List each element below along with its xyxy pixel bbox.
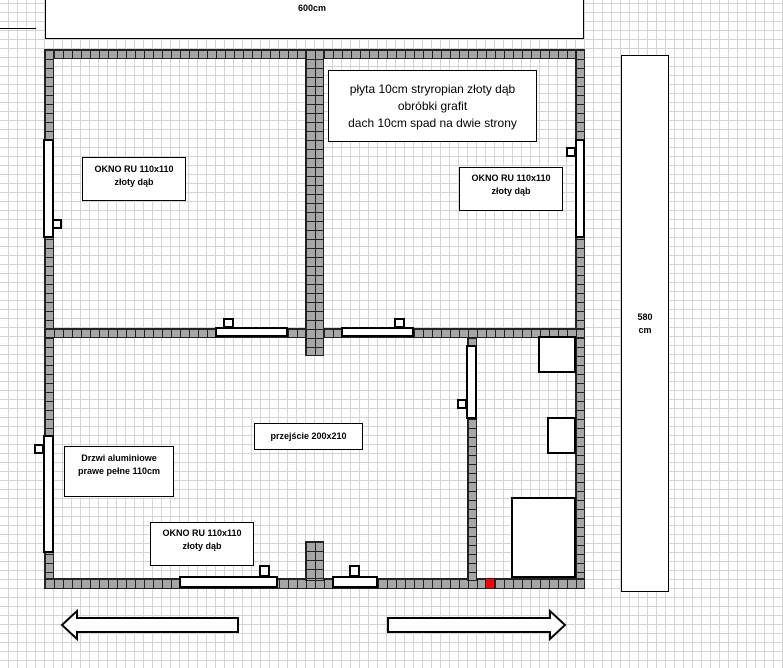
fixture-shower xyxy=(511,497,576,578)
red-marker xyxy=(485,578,495,589)
window-bottom-right-handle xyxy=(349,565,360,577)
wall-right xyxy=(575,49,585,589)
entrance-door-handle xyxy=(34,444,44,454)
entrance-door xyxy=(43,435,54,553)
height-unit: cm xyxy=(638,324,652,335)
window-right-opening xyxy=(575,139,585,238)
bathroom-door xyxy=(466,345,477,419)
door-middle-left-handle xyxy=(223,318,234,328)
passage-label: przejście 200x210 xyxy=(254,423,363,450)
label-line: OKNO RU 110x110 xyxy=(471,173,551,183)
label-line: przejście 200x210 xyxy=(270,431,347,441)
dimension-line xyxy=(0,28,36,29)
window-right-handle xyxy=(566,147,576,157)
notes-box: płyta 10cm stryropian złoty dąb obróbki … xyxy=(328,70,537,142)
label-line: Drzwi aluminiowe xyxy=(81,453,157,463)
notes-line1: płyta 10cm stryropian złoty dąb xyxy=(349,81,516,96)
label-line: OKNO RU 110x110 xyxy=(162,528,242,538)
fixture-2 xyxy=(547,417,576,454)
door-middle-right xyxy=(341,327,414,337)
label-line: złoty dąb xyxy=(114,177,154,187)
window-right-label: OKNO RU 110x110 złoty dąb xyxy=(459,167,563,211)
window-bottom-right-opening xyxy=(332,576,378,588)
door-middle-right-handle xyxy=(394,318,405,328)
door-label: Drzwi aluminiowe prawe pełne 110cm xyxy=(64,446,174,497)
bathroom-door-handle xyxy=(457,399,467,409)
window-left-label: OKNO RU 110x110 złoty dąb xyxy=(82,157,186,201)
wall-vertical-top xyxy=(305,49,324,356)
label-line: złoty dąb xyxy=(491,186,531,196)
height-dimension-box: 580 cm xyxy=(621,55,669,592)
notes-line2: obróbki grafit xyxy=(397,98,468,113)
left-arrow-icon xyxy=(60,608,239,642)
wall-bathroom xyxy=(467,337,477,581)
door-middle-left xyxy=(215,327,288,337)
width-dimension-box: 600cm xyxy=(45,0,584,39)
label-line: prawe pełne 110cm xyxy=(77,466,161,476)
window-bottom-opening xyxy=(179,576,278,588)
notes-line3: dach 10cm spad na dwie strony xyxy=(348,115,517,130)
label-line: OKNO RU 110x110 xyxy=(94,164,174,174)
wall-vertical-stub xyxy=(305,541,324,581)
window-bottom-label: OKNO RU 110x110 złoty dąb xyxy=(150,522,254,566)
height-label: 580 xyxy=(637,311,653,322)
label-line: złoty dąb xyxy=(182,541,222,551)
window-left-opening xyxy=(43,139,54,238)
width-label: 600cm xyxy=(298,3,327,13)
fixture-1 xyxy=(538,336,576,373)
window-left-handle xyxy=(52,219,62,229)
right-arrow-icon xyxy=(387,608,567,642)
window-bottom-handle xyxy=(259,565,270,577)
